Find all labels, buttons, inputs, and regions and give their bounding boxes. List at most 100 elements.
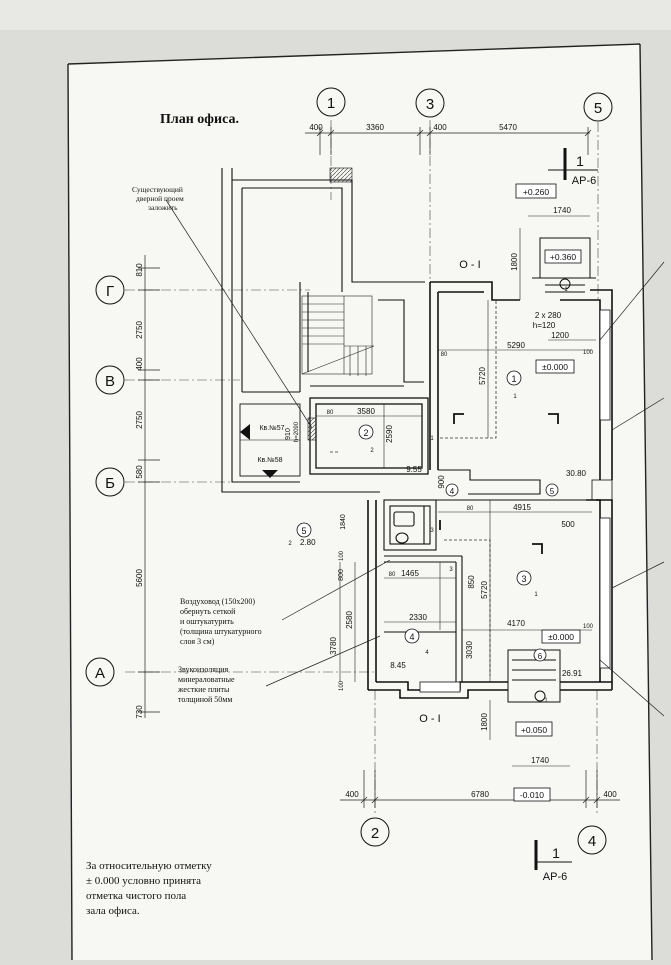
wc-block xyxy=(383,499,437,551)
stair xyxy=(301,295,375,376)
dim-4915: 4915 xyxy=(513,503,531,512)
note-duct-2: обернуть сеткой xyxy=(180,607,236,616)
note-duct-1: Воздуховод (150х200) xyxy=(180,597,255,606)
level-entry-top: +0.260 xyxy=(523,187,550,197)
flat-58: Кв.№58 xyxy=(257,457,282,464)
column-right xyxy=(591,479,613,501)
axis-label-a: А xyxy=(95,665,105,682)
section-sheet-top: АР-6 xyxy=(572,175,596,187)
section-mark-top xyxy=(548,148,598,180)
corridor-5-number: 5 xyxy=(550,487,555,496)
note-bottom-1: За относительную отметку xyxy=(86,860,212,872)
dim-left-2750b: 2750 xyxy=(135,411,144,429)
axis-bubble-3 xyxy=(415,88,445,118)
frame-top xyxy=(67,43,641,65)
dim-left-580: 580 xyxy=(135,465,144,479)
dim-3080: 30.80 xyxy=(566,469,587,478)
leader-lines xyxy=(165,199,665,717)
level-box-entry-top xyxy=(515,183,557,199)
axis-bubble-v xyxy=(95,365,125,395)
dim-1740-top: 1740 xyxy=(553,206,571,215)
corridor-4-number: 4 xyxy=(450,487,455,496)
dim-5720-a: 5720 xyxy=(478,367,487,385)
room-3-bubble xyxy=(516,570,532,586)
dim-bottom-400a: 400 xyxy=(345,790,359,799)
note-insulation-3: жесткие плиты xyxy=(177,685,230,694)
dim-3030: 3030 xyxy=(465,641,474,659)
dim-1800-bottom: 1800 xyxy=(480,713,489,731)
marker-s2: 1 xyxy=(534,592,538,598)
frame-left xyxy=(67,63,73,961)
corner-marks xyxy=(439,413,559,554)
dim-910: 910 xyxy=(285,428,292,440)
bottom-dimension-chain xyxy=(340,770,620,808)
axis-label-5: 5 xyxy=(594,100,602,117)
dim-845: 8.45 xyxy=(390,661,406,670)
dim-3780: 3780 xyxy=(329,637,338,655)
dim-top-400a: 400 xyxy=(309,123,323,132)
dim-left-5600: 5600 xyxy=(135,569,144,587)
note-insulation-1: Звукоизоляция xyxy=(178,665,229,674)
level-box-porch-top xyxy=(544,249,582,264)
wall-hatch-a xyxy=(329,167,353,183)
dim-100-b: 100 xyxy=(583,624,594,630)
room-5-number: 5 xyxy=(301,526,306,536)
dim-80-d: 80 xyxy=(467,506,474,512)
room-5-bubble xyxy=(296,522,312,538)
dim-2580: 2580 xyxy=(345,611,354,629)
note-bottom-3: отметка чистого пола xyxy=(86,890,186,902)
flat-58-arrow xyxy=(262,470,278,478)
paper-sheet xyxy=(68,44,652,960)
top-dimension-chain xyxy=(305,127,592,155)
stair-landing-wall xyxy=(378,299,424,383)
axis-bubble-5 xyxy=(583,92,613,122)
dim-800: 800 xyxy=(338,569,345,581)
dim-h120: h=120 xyxy=(533,321,556,330)
dim-850: 850 xyxy=(467,575,476,589)
dim-1800-top: 1800 xyxy=(510,253,519,271)
section-number-bottom: 1 xyxy=(552,845,560,861)
dim-2691: 26.91 xyxy=(562,669,583,678)
room-1-number: 1 xyxy=(511,374,516,384)
level-room3: ±0.000 xyxy=(548,632,574,642)
dim-bottom-400b: 400 xyxy=(603,790,617,799)
dim-80-c: 80 xyxy=(389,572,396,578)
axis-label-b: Б xyxy=(105,475,115,492)
marker-s7: 2 xyxy=(288,541,292,547)
dim-100-a: 100 xyxy=(583,350,594,356)
room-2-number: 2 xyxy=(363,428,368,438)
dim-100-d: 100 xyxy=(339,550,345,561)
level-box-bottom xyxy=(513,787,551,802)
dim-5720-b: 5720 xyxy=(480,581,489,599)
axis-label-3: 3 xyxy=(426,96,434,113)
room-2-bubble xyxy=(358,424,374,440)
frame-right xyxy=(639,43,653,961)
marker-s10: 4 xyxy=(425,650,429,656)
axis-bubble-4 xyxy=(577,825,607,855)
axis-bubble-1 xyxy=(316,87,346,117)
section-sheet-bottom: АР-6 xyxy=(543,871,567,883)
dim-top-400b: 400 xyxy=(433,123,447,132)
porch-bottom xyxy=(507,649,561,703)
marker-s1: 1 xyxy=(513,394,517,400)
level-box-room1 xyxy=(535,359,575,374)
dim-2590: 2590 xyxy=(385,425,394,443)
top-margin xyxy=(0,0,671,30)
window-bottom xyxy=(419,681,461,693)
o-label-bottom: О - I xyxy=(419,713,440,725)
office-partitions xyxy=(384,469,586,682)
marker-s8: 3 xyxy=(449,567,453,573)
level-bottom: -0.010 xyxy=(520,790,544,800)
axis-bubble-a xyxy=(85,657,115,687)
dim-left-2750a: 2750 xyxy=(135,321,144,339)
room-6-number: 6 xyxy=(538,652,543,661)
inner-dim-lines xyxy=(316,228,596,767)
note-insulation-4: толщиной 50мм xyxy=(178,695,232,704)
left-dimension-chain xyxy=(138,255,160,718)
note-insulation-2: минераловатные xyxy=(178,675,235,684)
axis-bubble-g xyxy=(95,275,125,305)
dim-900: 900 xyxy=(437,475,446,489)
marker-s6: 2 xyxy=(370,448,374,454)
axis-bubble-2 xyxy=(360,817,390,847)
